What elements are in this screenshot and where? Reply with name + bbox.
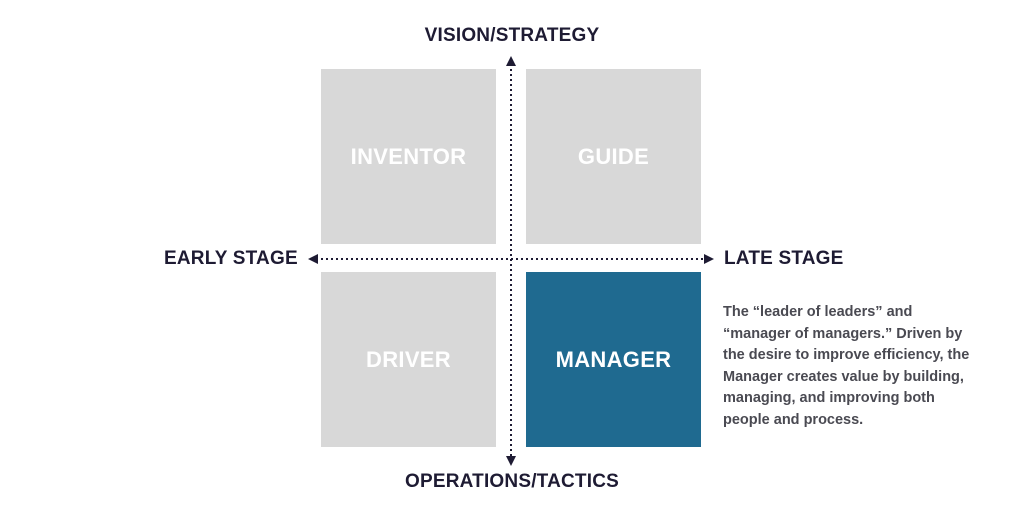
quadrant-guide: GUIDE	[526, 69, 701, 244]
description-line: managing, and improving both	[723, 390, 935, 406]
description-line: “manager of managers.” Driven by	[723, 325, 963, 342]
axis-label-vision-strategy: VISION/STRATEGY	[0, 25, 1024, 47]
axis-label-early-stage: EARLY STAGE	[164, 248, 298, 269]
arrow-right-icon	[704, 254, 714, 264]
arrow-down-icon	[506, 456, 516, 466]
manager-description: The “leader of leaders” and “manager of …	[723, 302, 1003, 431]
description-line: The “leader of leaders” and	[723, 304, 913, 320]
description-line: people and process.	[723, 411, 864, 428]
axis-label-operations-tactics: OPERATIONS/TACTICS	[0, 471, 1024, 493]
quadrant-manager: MANAGER	[526, 272, 701, 447]
quadrant-inventor: INVENTOR	[321, 69, 496, 244]
axis-label-top-text: VISION/STRATEGY	[424, 25, 600, 46]
quadrant-driver: DRIVER	[321, 272, 496, 447]
axis-label-bottom-text: OPERATIONS/TACTICS	[404, 471, 619, 492]
arrow-up-icon	[506, 56, 516, 66]
description-line: the desire to improve efficiency, the	[723, 347, 970, 363]
description-line: Manager creates value by building,	[723, 368, 964, 385]
arrow-left-icon	[308, 254, 318, 264]
axis-label-late-stage: LATE STAGE	[724, 248, 844, 269]
